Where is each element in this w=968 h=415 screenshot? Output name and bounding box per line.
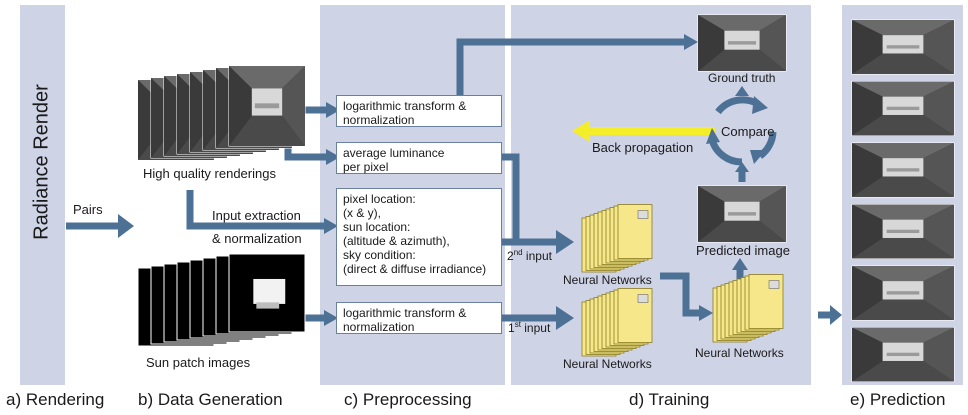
predicted-image-label: Predicted image (696, 243, 790, 258)
hq-to-log-arrow-head (326, 102, 340, 118)
first-input-suffix: st (514, 320, 521, 329)
first-input-label: 1st input (508, 320, 550, 335)
second-input-arrow-head (556, 230, 574, 254)
ground-truth-line (456, 38, 685, 96)
avg-lum-arrow-head (326, 149, 340, 165)
high-quality-renderings-label: High quality renderings (143, 166, 276, 181)
box3-line: (x & y), (343, 206, 381, 220)
pairs-arrow-head (118, 214, 134, 238)
average-luminance-box: average luminance per pixel (336, 142, 502, 174)
ground-truth-label: Ground truth (708, 71, 776, 85)
compare-label: Compare (721, 124, 775, 139)
neural-network-bottom-icon (581, 288, 653, 357)
rendering-frame (228, 65, 306, 147)
network-chip (637, 210, 649, 219)
nn-to-nn-arrow-head (699, 305, 713, 321)
compare-cycle-heads (706, 96, 768, 164)
pairs-label: Pairs (73, 202, 103, 217)
back-propagation-label: Back propagation (592, 140, 694, 155)
box3-line: sun location: (343, 220, 411, 234)
rendering-panel (20, 5, 65, 385)
sun-patch-images-stack (137, 253, 306, 347)
box3-line: sky condition: (343, 248, 416, 262)
input-extraction-arrow-head (324, 218, 338, 234)
radiance-render-label: Radiance Render (30, 84, 53, 240)
section-prediction: e) Prediction (850, 390, 946, 409)
high-quality-renderings-stack (137, 65, 306, 161)
section-training: d) Training (629, 390, 710, 409)
input-extraction-label-line1: Input extraction (212, 208, 301, 223)
input-parameters-box: pixel location: (x & y), sun location: (… (336, 188, 502, 286)
sun-patch-images-label: Sun patch images (146, 355, 251, 370)
first-input-word: input (520, 321, 551, 335)
compare-to-truth-arrow-head (735, 86, 749, 96)
first-input-arrow-head (556, 306, 574, 330)
sun-to-log-arrow-head (324, 310, 338, 326)
box3-line: (direct & diffuse irradiance) (343, 262, 487, 276)
box4-line: logarithmic transform & (343, 306, 467, 320)
ground-truth-frame (697, 14, 787, 72)
nn-to-nn-line (660, 272, 700, 317)
ground-truth-arrow-head (684, 34, 698, 50)
second-input-word: input (522, 249, 552, 263)
box3-line: (altitude & azimuth), (343, 234, 450, 248)
neural-network-top-icon (581, 204, 653, 273)
network-chip (637, 294, 649, 303)
prediction-frame (851, 142, 955, 198)
network-chip (768, 280, 780, 289)
log-transform-box-bottom: logarithmic transform & normalization (336, 302, 502, 334)
back-propagation-head (572, 120, 590, 142)
predicted-image (697, 185, 787, 243)
ground-truth-image (697, 14, 787, 72)
training-to-prediction-arrow-head (830, 305, 842, 325)
box4-line: normalization (343, 320, 415, 334)
second-input-label: 2nd input (507, 248, 552, 263)
prediction-frame (851, 204, 955, 259)
neural-networks-right-label: Neural Networks (695, 346, 784, 360)
neural-network-right-icon (712, 274, 784, 343)
predicted-to-compare-arrow-head (735, 162, 749, 172)
first-input-number: 1 (508, 321, 515, 335)
arrow-heads (118, 34, 842, 330)
log-transform-box-top: logarithmic transform & normalization (336, 95, 502, 127)
input-extraction-label-line2: & normalization (212, 231, 302, 246)
second-input-suffix: nd (513, 248, 523, 257)
box2-line: per pixel (343, 160, 389, 174)
input-extraction-line (186, 190, 325, 230)
prediction-frame (851, 327, 955, 382)
box1-line: normalization (343, 113, 415, 127)
section-preprocessing: c) Preprocessing (344, 390, 472, 409)
predicted-image-frame (697, 185, 787, 243)
box1-line: logarithmic transform & (343, 99, 467, 113)
box3-line: pixel location: (343, 192, 416, 206)
section-data-generation: b) Data Generation (138, 390, 283, 409)
second-input-number: 2 (507, 249, 514, 263)
neural-networks-bottom-label: Neural Networks (563, 357, 652, 371)
prediction-frame (851, 81, 955, 136)
section-rendering: a) Rendering (6, 390, 105, 409)
prediction-frame (851, 19, 955, 75)
nn-to-predicted-arrow-head (732, 258, 748, 270)
prediction-frame (851, 265, 955, 321)
box2-line: average luminance (343, 146, 445, 160)
neural-networks-top-label: Neural Networks (563, 273, 652, 287)
sun-patch-frame (228, 253, 306, 333)
prediction-image-column (851, 19, 955, 382)
